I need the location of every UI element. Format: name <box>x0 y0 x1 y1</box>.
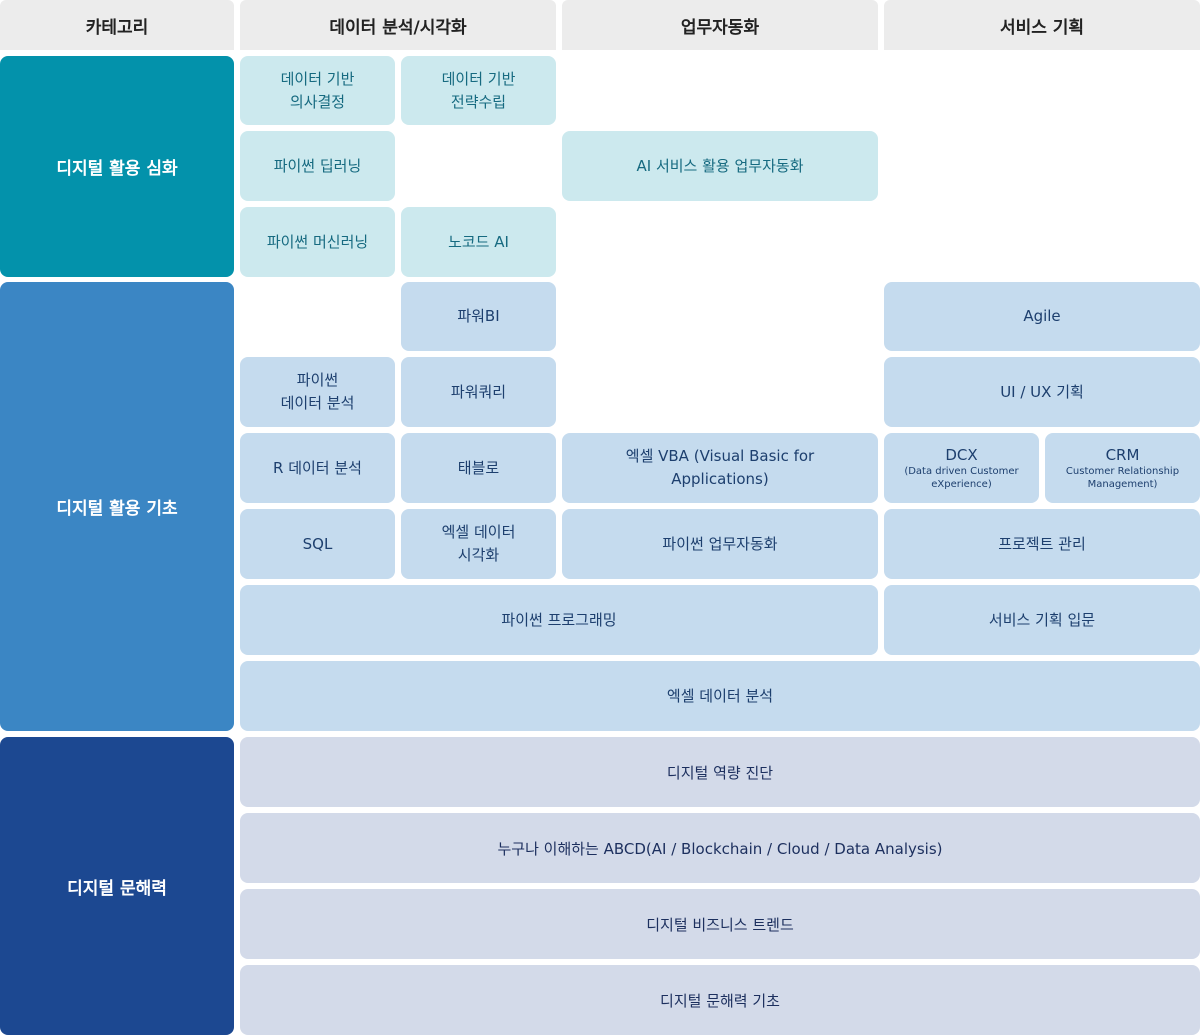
course-agile[interactable]: Agile <box>884 282 1200 351</box>
course-title: CRM <box>1105 446 1140 464</box>
course-line: 파이썬 <box>296 371 339 389</box>
course-excel-visualization[interactable]: 엑셀 데이터 시각화 <box>401 509 556 579</box>
course-data-strategy[interactable]: 데이터 기반 전략수립 <box>401 56 556 125</box>
course-ui-ux-planning[interactable]: UI / UX 기획 <box>884 357 1200 427</box>
course-label: 태블로 <box>457 458 500 477</box>
header-category: 카테고리 <box>0 0 234 50</box>
header-data-analysis: 데이터 분석/시각화 <box>240 0 556 50</box>
course-label: 엑셀 데이터 분석 <box>666 686 774 705</box>
course-label: 노코드 AI <box>448 232 509 251</box>
course-label: AI 서비스 활용 업무자동화 <box>636 156 804 175</box>
course-python-programming[interactable]: 파이썬 프로그래밍 <box>240 585 878 655</box>
course-label: R 데이터 분석 <box>273 458 362 477</box>
course-line: 데이터 기반 <box>441 69 516 88</box>
course-line: 엑셀 VBA (Visual Basic for <box>625 447 815 465</box>
course-label: 파워쿼리 <box>450 382 507 401</box>
course-label: 디지털 문해력 기초 <box>660 991 780 1010</box>
course-python-deep-learning[interactable]: 파이썬 딥러닝 <box>240 131 395 201</box>
header-automation: 업무자동화 <box>562 0 878 50</box>
course-python-automation[interactable]: 파이썬 업무자동화 <box>562 509 878 579</box>
header-service-planning: 서비스 기획 <box>884 0 1200 50</box>
course-r-data-analysis[interactable]: R 데이터 분석 <box>240 433 395 503</box>
course-tableau[interactable]: 태블로 <box>401 433 556 503</box>
course-data-decision[interactable]: 데이터 기반 의사결정 <box>240 56 395 125</box>
course-line: 의사결정 <box>289 92 346 111</box>
course-label: 파이썬 딥러닝 <box>273 156 362 175</box>
course-label: 디지털 역량 진단 <box>666 763 774 782</box>
category-advanced: 디지털 활용 심화 <box>0 56 234 277</box>
course-line: Applications) <box>671 470 769 488</box>
course-label: 파이썬 업무자동화 <box>662 534 778 553</box>
course-subtitle: eXperience) <box>931 479 992 490</box>
course-label: 누구나 이해하는 ABCD(AI / Blockchain / Cloud / … <box>497 839 943 858</box>
category-literacy: 디지털 문해력 <box>0 737 234 1035</box>
course-label: 디지털 비즈니스 트렌드 <box>646 915 794 934</box>
course-line: 데이터 기반 <box>280 69 355 88</box>
course-power-query[interactable]: 파워쿼리 <box>401 357 556 427</box>
course-line: 전략수립 <box>450 92 507 111</box>
course-power-bi[interactable]: 파워BI <box>401 282 556 351</box>
course-digital-literacy-basic[interactable]: 디지털 문해력 기초 <box>240 965 1200 1035</box>
course-label: 파이썬 머신러닝 <box>266 232 369 251</box>
course-label: SQL <box>302 534 333 553</box>
category-basic: 디지털 활용 기초 <box>0 282 234 731</box>
course-subtitle: (Data driven Customer <box>904 466 1019 477</box>
course-excel-vba[interactable]: 엑셀 VBA (Visual Basic for Applications) <box>562 433 878 503</box>
course-ai-automation[interactable]: AI 서비스 활용 업무자동화 <box>562 131 878 201</box>
course-digital-diagnosis[interactable]: 디지털 역량 진단 <box>240 737 1200 807</box>
course-python-data-analysis[interactable]: 파이썬 데이터 분석 <box>240 357 395 427</box>
course-label: 프로젝트 관리 <box>998 534 1086 553</box>
course-sql[interactable]: SQL <box>240 509 395 579</box>
course-label: 서비스 기획 입문 <box>988 610 1096 629</box>
course-subtitle: Management) <box>1087 479 1158 490</box>
course-dcx[interactable]: DCX (Data driven Customer eXperience) <box>884 433 1039 503</box>
course-crm[interactable]: CRM Customer Relationship Management) <box>1045 433 1200 503</box>
course-digital-business-trend[interactable]: 디지털 비즈니스 트렌드 <box>240 889 1200 959</box>
course-label: 파워BI <box>457 307 500 325</box>
course-service-planning-intro[interactable]: 서비스 기획 입문 <box>884 585 1200 655</box>
course-excel-data-analysis[interactable]: 엑셀 데이터 분석 <box>240 661 1200 731</box>
course-title: DCX <box>945 446 978 464</box>
course-subtitle: Customer Relationship <box>1065 466 1180 477</box>
course-label: UI / UX 기획 <box>1000 382 1084 401</box>
course-abcd[interactable]: 누구나 이해하는 ABCD(AI / Blockchain / Cloud / … <box>240 813 1200 883</box>
course-label: Agile <box>1023 307 1061 325</box>
course-project-management[interactable]: 프로젝트 관리 <box>884 509 1200 579</box>
course-line: 시각화 <box>457 546 500 564</box>
course-line: 엑셀 데이터 <box>441 523 516 541</box>
course-no-code-ai[interactable]: 노코드 AI <box>401 207 556 277</box>
course-line: 데이터 분석 <box>280 394 355 412</box>
course-label: 파이썬 프로그래밍 <box>501 610 617 629</box>
course-python-machine-learning[interactable]: 파이썬 머신러닝 <box>240 207 395 277</box>
